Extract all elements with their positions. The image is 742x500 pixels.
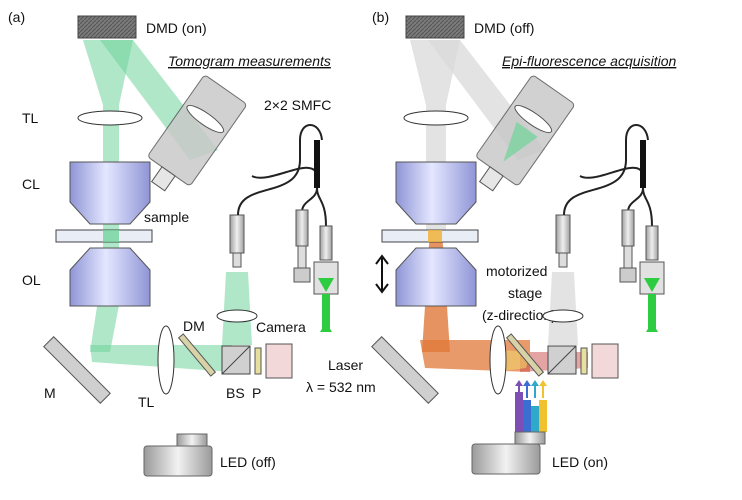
panel-a-sample-label: sample [144,209,189,225]
panel-b-fiber-output [555,214,571,268]
panel-b-collimating-lens [542,309,584,323]
panel-b-stage-line3: (z-direction) [482,307,556,323]
panel-a-objective [69,247,151,307]
panel-a-ol-label: OL [22,272,41,288]
panel-b-fiber-cable [563,140,627,216]
panel-a-camera-label: Camera [256,319,306,335]
panel-b-led-arrows [515,380,547,432]
panel-a-tl-top-label: TL [22,110,39,126]
panel-b-tube-lens-bottom [489,325,507,395]
panel-a-dichroic [177,333,217,377]
panel-a-cl-label: CL [22,176,40,192]
panel-b-dmd [405,15,465,39]
panel-a-p-label: P [252,385,261,401]
panel-b-collimator [476,75,575,192]
panel-a-tube-lens-top [77,110,143,126]
panel-a-fiber-cable [237,140,301,216]
panel-a-beam-vertical [83,40,133,258]
panel-b-mirror [371,336,439,404]
panel-a-beam-camera-up [222,272,252,345]
panel-a-mirror [43,336,111,404]
panel-b: (b) DMD (off) Epi-fluorescence acquisiti… [371,9,677,475]
panel-a-led-label: LED (off) [220,454,276,470]
panel-a: (a) DMD (on) Tomogram measurements TL CL… [8,9,376,477]
panel-b-smfc-coupler [640,140,646,188]
panel-a-laser-connector-left [293,209,311,283]
panel-b-stage-arrow [375,254,389,294]
panel-a-condenser [69,161,151,225]
panel-a-dm-label: DM [183,318,205,334]
panel-a-bs-label: BS [226,385,245,401]
panel-a-dmd [77,15,137,39]
panel-b-laser-connector-right [639,225,665,332]
panel-a-polarizer [254,347,262,375]
panel-a-tube-lens-bottom [157,325,175,395]
panel-b-condenser [395,161,477,225]
panel-b-stage-line1: motorized [486,263,547,279]
panel-a-dmd-label: DMD (on) [146,20,207,36]
panel-b-camera [591,343,619,379]
panel-b-dichroic [505,333,545,377]
panel-a-m-label: M [44,385,56,401]
panel-a-smfc-coupler [314,140,320,188]
panel-b-stage-line2: stage [508,285,542,301]
panel-a-camera [265,343,293,379]
panel-a-led [143,433,213,477]
panel-a-collimator [148,75,247,192]
panel-a-laser-label: Laser [328,357,363,373]
panel-a-title: Tomogram measurements [168,53,331,69]
panel-b-tube-lens-top [403,110,469,126]
panel-b-beam-camera-up [548,272,578,345]
panel-b-laser-connector-left [619,209,637,283]
panel-b-dmd-label: DMD (off) [474,20,534,36]
panel-a-tl-bottom-label: TL [138,394,155,410]
panel-a-fiber-output [229,214,245,268]
panel-a-smfc-label: 2×2 SMFC [264,97,331,113]
panel-a-wavelength-label: λ = 532 nm [306,379,376,395]
panel-a-beam-lower [90,300,120,352]
panel-b-polarizer [580,347,588,375]
panel-b-objective [395,247,477,307]
panel-a-laser-connector-right [313,225,339,332]
panel-b-led-label: LED (on) [552,454,608,470]
panel-b-title: Epi-fluorescence acquisition [502,53,677,69]
panel-a-tag: (a) [8,9,25,25]
panel-b-led [471,431,546,475]
panel-a-collimating-lens [216,309,258,323]
panel-b-tag: (b) [372,9,389,25]
panel-b-beam-vertical [410,40,460,232]
